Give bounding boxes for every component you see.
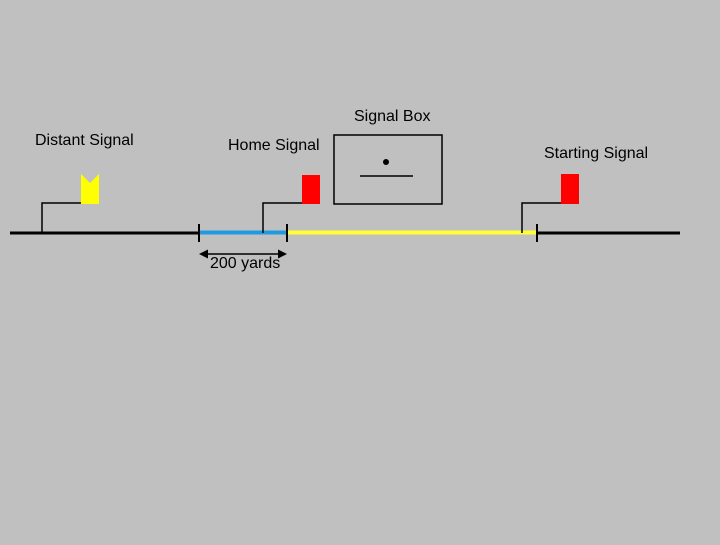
starting-signal-label: Starting Signal: [544, 145, 649, 162]
home-signal: [262, 175, 320, 233]
signalman-dot: [383, 159, 389, 165]
distant-signal-label: Distant Signal: [35, 132, 134, 149]
starting-signal: [521, 174, 579, 233]
distant-signal-post: [41, 202, 81, 233]
home-signal-arm: [302, 175, 320, 204]
home-signal-label: Home Signal: [228, 137, 320, 154]
starting-signal-post: [521, 202, 561, 233]
signal-box-outline: [333, 134, 443, 205]
signal-box-label: Signal Box: [354, 108, 431, 125]
distance-arrowhead-right: [278, 249, 287, 259]
home-signal-post: [262, 202, 302, 233]
distance-arrow: [199, 249, 287, 259]
distance-label: 200 yards: [210, 255, 281, 272]
distance-arrowhead-left: [199, 249, 208, 259]
signal-box: [333, 134, 443, 205]
distant-signal: [41, 174, 99, 233]
starting-signal-arm: [561, 174, 579, 204]
distant-signal-arm: [81, 174, 99, 204]
